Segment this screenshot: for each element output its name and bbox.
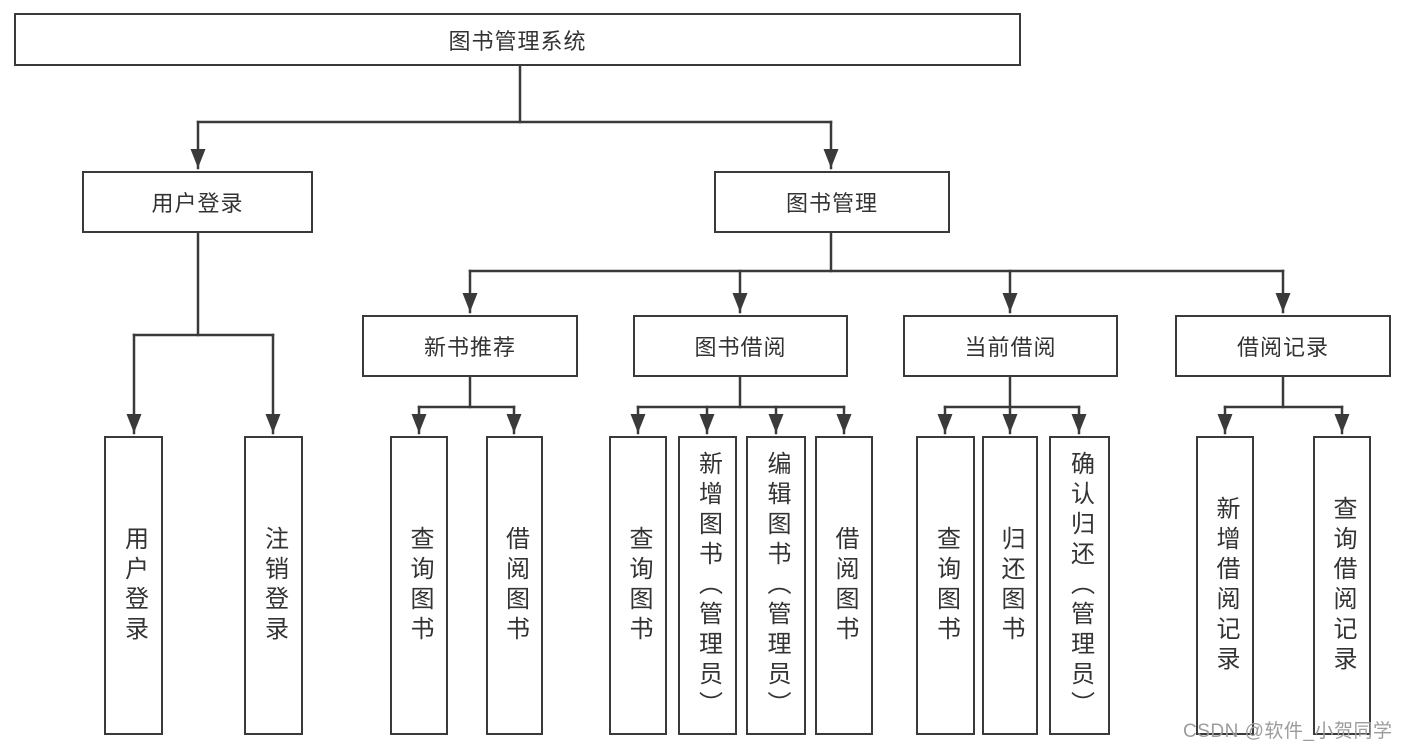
leaf-current-confirm-return-admin-label: 确认归还（管理员） xyxy=(1066,450,1094,721)
leaf-current-return-books: 归还图书 xyxy=(982,436,1038,735)
node-book-management: 图书管理 xyxy=(714,171,950,233)
node-new-book-recommend-label: 新书推荐 xyxy=(423,335,516,360)
leaf-current-query-books: 查询图书 xyxy=(916,436,975,735)
leaf-borrow-edit-books-admin: 编辑图书（管理员） xyxy=(746,436,806,735)
node-borrow-records: 借阅记录 xyxy=(1175,315,1391,377)
leaf-recommend-borrow-books-label: 借阅图书 xyxy=(501,525,529,646)
leaf-current-confirm-return-admin: 确认归还（管理员） xyxy=(1049,436,1110,735)
leaf-borrow-query-books-label: 查询图书 xyxy=(625,525,652,646)
leaf-borrow-borrow-books: 借阅图书 xyxy=(815,436,873,735)
leaf-current-return-books-label: 归还图书 xyxy=(997,525,1024,646)
leaf-recommend-borrow-books: 借阅图书 xyxy=(486,436,543,735)
leaf-logout: 注销登录 xyxy=(244,436,303,735)
leaf-recommend-query-books-label: 查询图书 xyxy=(406,525,433,646)
leaf-borrow-query-books: 查询图书 xyxy=(609,436,667,735)
leaf-borrow-borrow-books-label: 借阅图书 xyxy=(831,525,858,646)
leaf-records-query-record: 查询借阅记录 xyxy=(1313,436,1371,735)
leaf-recommend-query-books: 查询图书 xyxy=(390,436,448,735)
node-new-book-recommend: 新书推荐 xyxy=(362,315,578,377)
node-system-root: 图书管理系统 xyxy=(14,13,1021,66)
node-book-borrow: 图书借阅 xyxy=(633,315,848,377)
leaf-logout-label: 注销登录 xyxy=(260,525,288,646)
node-user-login-label: 用户登录 xyxy=(151,191,244,216)
watermark: CSDN @软件_小贺同学 xyxy=(1183,721,1393,742)
leaf-borrow-add-books-admin: 新增图书（管理员） xyxy=(678,436,737,735)
node-user-login: 用户登录 xyxy=(82,171,313,233)
node-book-borrow-label: 图书借阅 xyxy=(694,335,787,360)
node-book-management-label: 图书管理 xyxy=(785,191,878,216)
leaf-borrow-add-books-admin-label: 新增图书（管理员） xyxy=(694,450,722,721)
node-borrow-records-label: 借阅记录 xyxy=(1236,335,1329,360)
leaf-user-login: 用户登录 xyxy=(104,436,163,735)
node-current-borrow-label: 当前借阅 xyxy=(964,335,1057,360)
leaf-current-query-books-label: 查询图书 xyxy=(932,525,960,646)
leaf-records-add-record-label: 新增借阅记录 xyxy=(1212,495,1239,676)
leaf-user-login-label: 用户登录 xyxy=(120,525,148,646)
leaf-records-query-record-label: 查询借阅记录 xyxy=(1329,495,1356,676)
leaf-borrow-edit-books-admin-label: 编辑图书（管理员） xyxy=(763,450,790,721)
node-system-root-label: 图书管理系统 xyxy=(448,28,587,54)
node-current-borrow: 当前借阅 xyxy=(903,315,1118,377)
leaf-records-add-record: 新增借阅记录 xyxy=(1196,436,1254,735)
